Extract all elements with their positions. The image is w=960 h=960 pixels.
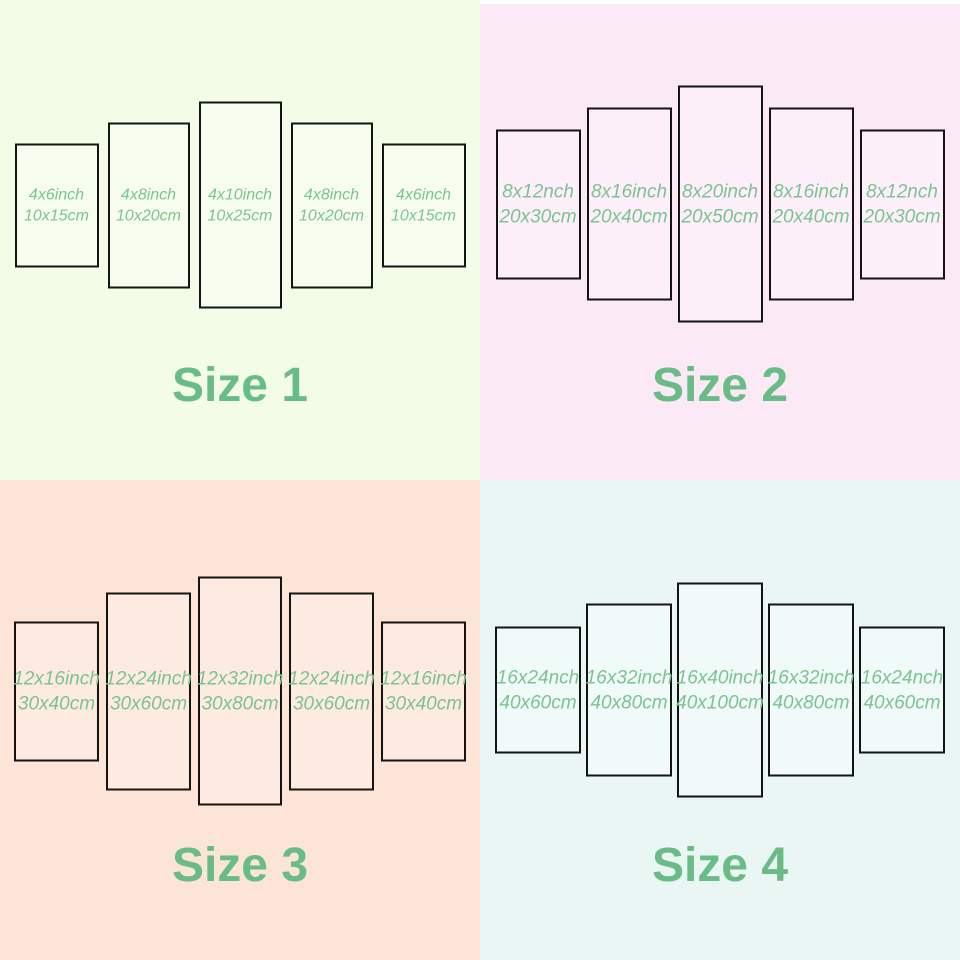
panel-size-cm: 40x80cm	[590, 692, 668, 713]
panel-size-inch: 8x12nch	[866, 181, 938, 202]
canvas-panel: 8x12nch 20x30cm	[859, 129, 945, 279]
canvas-panel: 8x16inch 20x40cm	[768, 107, 854, 301]
panel-size-cm: 40x100cm	[676, 692, 764, 713]
panel-size-cm: 30x80cm	[201, 693, 279, 714]
size-label: Size 4	[651, 839, 789, 892]
quadrant-size-3: 12x16inch 30x40cm 12x24inch 30x60cm 12x3…	[0, 480, 480, 960]
canvas-panel: 16x24nch 40x60cm	[859, 626, 945, 754]
panel-size-inch: 4x10inch	[207, 186, 273, 203]
quadrant-size-1: 4x6inch 10x15cm 4x8inch 10x20cm 4x10inch…	[0, 0, 480, 480]
panel-size-cm: 20x30cm	[499, 206, 577, 227]
panel-size-inch: 16x32inch	[585, 667, 673, 688]
panel-row: 12x16inch 30x40cm 12x24inch 30x60cm 12x3…	[0, 576, 480, 806]
panel-size-cm: 30x40cm	[384, 693, 463, 714]
panel-size-inch: 4x8inch	[303, 186, 360, 203]
canvas-panel: 12x24inch 30x60cm	[288, 592, 375, 790]
panel-size-inch: 12x24inch	[105, 668, 192, 689]
panel-size-inch: 16x32inch	[767, 667, 855, 688]
panel-size-inch: 4x6inch	[28, 186, 85, 203]
panel-size-cm: 10x15cm	[391, 207, 456, 224]
size-label: Size 1	[171, 359, 309, 412]
canvas-panel: 4x10inch 10x25cm	[198, 101, 282, 309]
size-label: Size 2	[651, 359, 789, 412]
quadrant-size-4: 16x24nch 40x60cm 16x32inch 40x80cm 16x40…	[480, 480, 960, 960]
panel-size-cm: 30x60cm	[109, 693, 188, 714]
canvas-panel: 16x24nch 40x60cm	[495, 626, 581, 754]
panel-size-inch: 8x16inch	[772, 181, 850, 202]
canvas-panel: 12x16inch 30x40cm	[380, 621, 467, 761]
canvas-panel: 16x32inch 40x80cm	[585, 603, 673, 777]
canvas-panel: 12x16inch 30x40cm	[13, 621, 100, 761]
panel-size-inch: 8x12nch	[502, 181, 574, 202]
canvas-panel: 12x24inch 30x60cm	[105, 592, 192, 790]
panel-size-inch: 4x6inch	[395, 186, 452, 203]
panel-size-cm: 30x60cm	[292, 693, 371, 714]
quadrant-size-2: 8x12nch 20x30cm 8x16inch 20x40cm 8x20inc…	[480, 0, 960, 480]
canvas-panel: 16x40inch 40x100cm	[676, 582, 764, 798]
canvas-panel: 4x6inch 10x15cm	[14, 143, 99, 267]
canvas-panel: 16x32inch 40x80cm	[767, 603, 855, 777]
panel-size-inch: 16x24nch	[496, 667, 580, 688]
canvas-panel: 4x8inch 10x20cm	[107, 122, 190, 288]
panel-size-inch: 12x32inch	[196, 668, 284, 689]
panel-size-cm: 20x40cm	[772, 206, 850, 227]
canvas-panel: 8x16inch 20x40cm	[586, 107, 672, 301]
panel-size-cm: 10x15cm	[24, 207, 89, 224]
panel-size-cm: 10x20cm	[116, 207, 181, 224]
canvas-panel: 8x12nch 20x30cm	[495, 129, 581, 279]
panel-size-inch: 4x8inch	[120, 186, 177, 203]
panel-size-cm: 20x30cm	[863, 206, 941, 227]
panel-size-inch: 12x16inch	[380, 668, 467, 689]
panel-size-inch: 16x24nch	[860, 667, 944, 688]
canvas-panel: 8x20inch 20x50cm	[677, 85, 763, 323]
panel-size-inch: 16x40inch	[676, 667, 764, 688]
panel-size-cm: 40x60cm	[863, 692, 941, 713]
panel-size-inch: 8x16inch	[590, 181, 668, 202]
panel-size-cm: 30x40cm	[17, 693, 96, 714]
canvas-panel: 4x6inch 10x15cm	[381, 143, 466, 267]
canvas-panel: 12x32inch 30x80cm	[196, 576, 284, 806]
panel-size-inch: 8x20inch	[681, 181, 759, 202]
panel-size-inch: 12x24inch	[288, 668, 375, 689]
panel-row: 16x24nch 40x60cm 16x32inch 40x80cm 16x40…	[480, 582, 960, 798]
panel-size-inch: 12x16inch	[13, 668, 100, 689]
panel-size-cm: 10x25cm	[207, 207, 273, 224]
panel-row: 8x12nch 20x30cm 8x16inch 20x40cm 8x20inc…	[480, 85, 960, 323]
panel-size-cm: 10x20cm	[299, 207, 364, 224]
panel-size-cm: 40x80cm	[772, 692, 850, 713]
panel-row: 4x6inch 10x15cm 4x8inch 10x20cm 4x10inch…	[0, 101, 480, 309]
size-label: Size 3	[171, 839, 309, 892]
panel-size-cm: 40x60cm	[499, 692, 577, 713]
panel-size-cm: 20x50cm	[681, 206, 759, 227]
canvas-panel: 4x8inch 10x20cm	[290, 122, 373, 288]
panel-size-cm: 20x40cm	[590, 206, 668, 227]
